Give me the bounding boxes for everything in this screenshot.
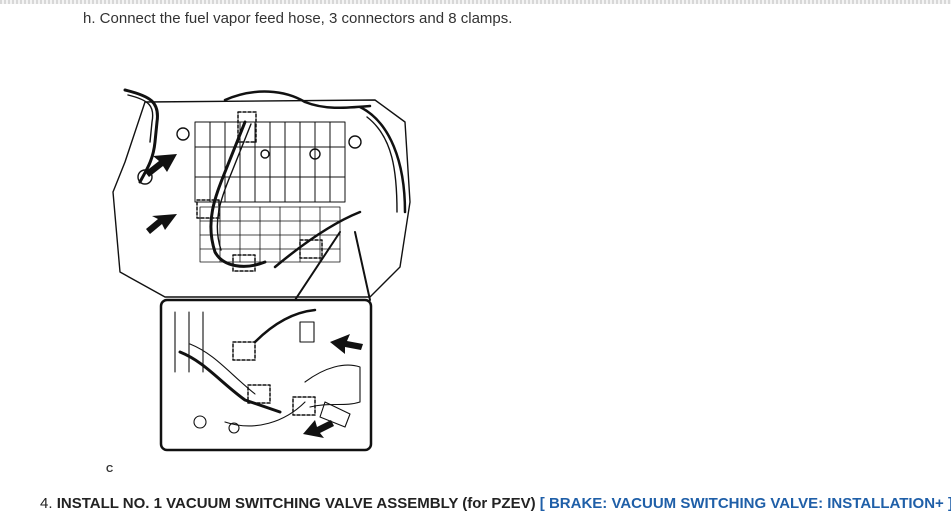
vacuum-switching-valve-link[interactable]: [ BRAKE: VACUUM SWITCHING VALVE: INSTALL… — [539, 495, 951, 512]
figure-code: C — [106, 464, 114, 475]
step-4-title: INSTALL NO. 1 VACUUM SWITCHING VALVE ASS… — [56, 495, 536, 512]
top-border — [0, 0, 951, 4]
step-h-text: h. Connect the fuel vapor feed hose, 3 c… — [83, 10, 513, 27]
engine-illustration — [105, 82, 420, 462]
step-4-line: 4. INSTALL NO. 1 VACUUM SWITCHING VALVE … — [40, 495, 951, 512]
step-4-number: 4. — [40, 495, 53, 512]
